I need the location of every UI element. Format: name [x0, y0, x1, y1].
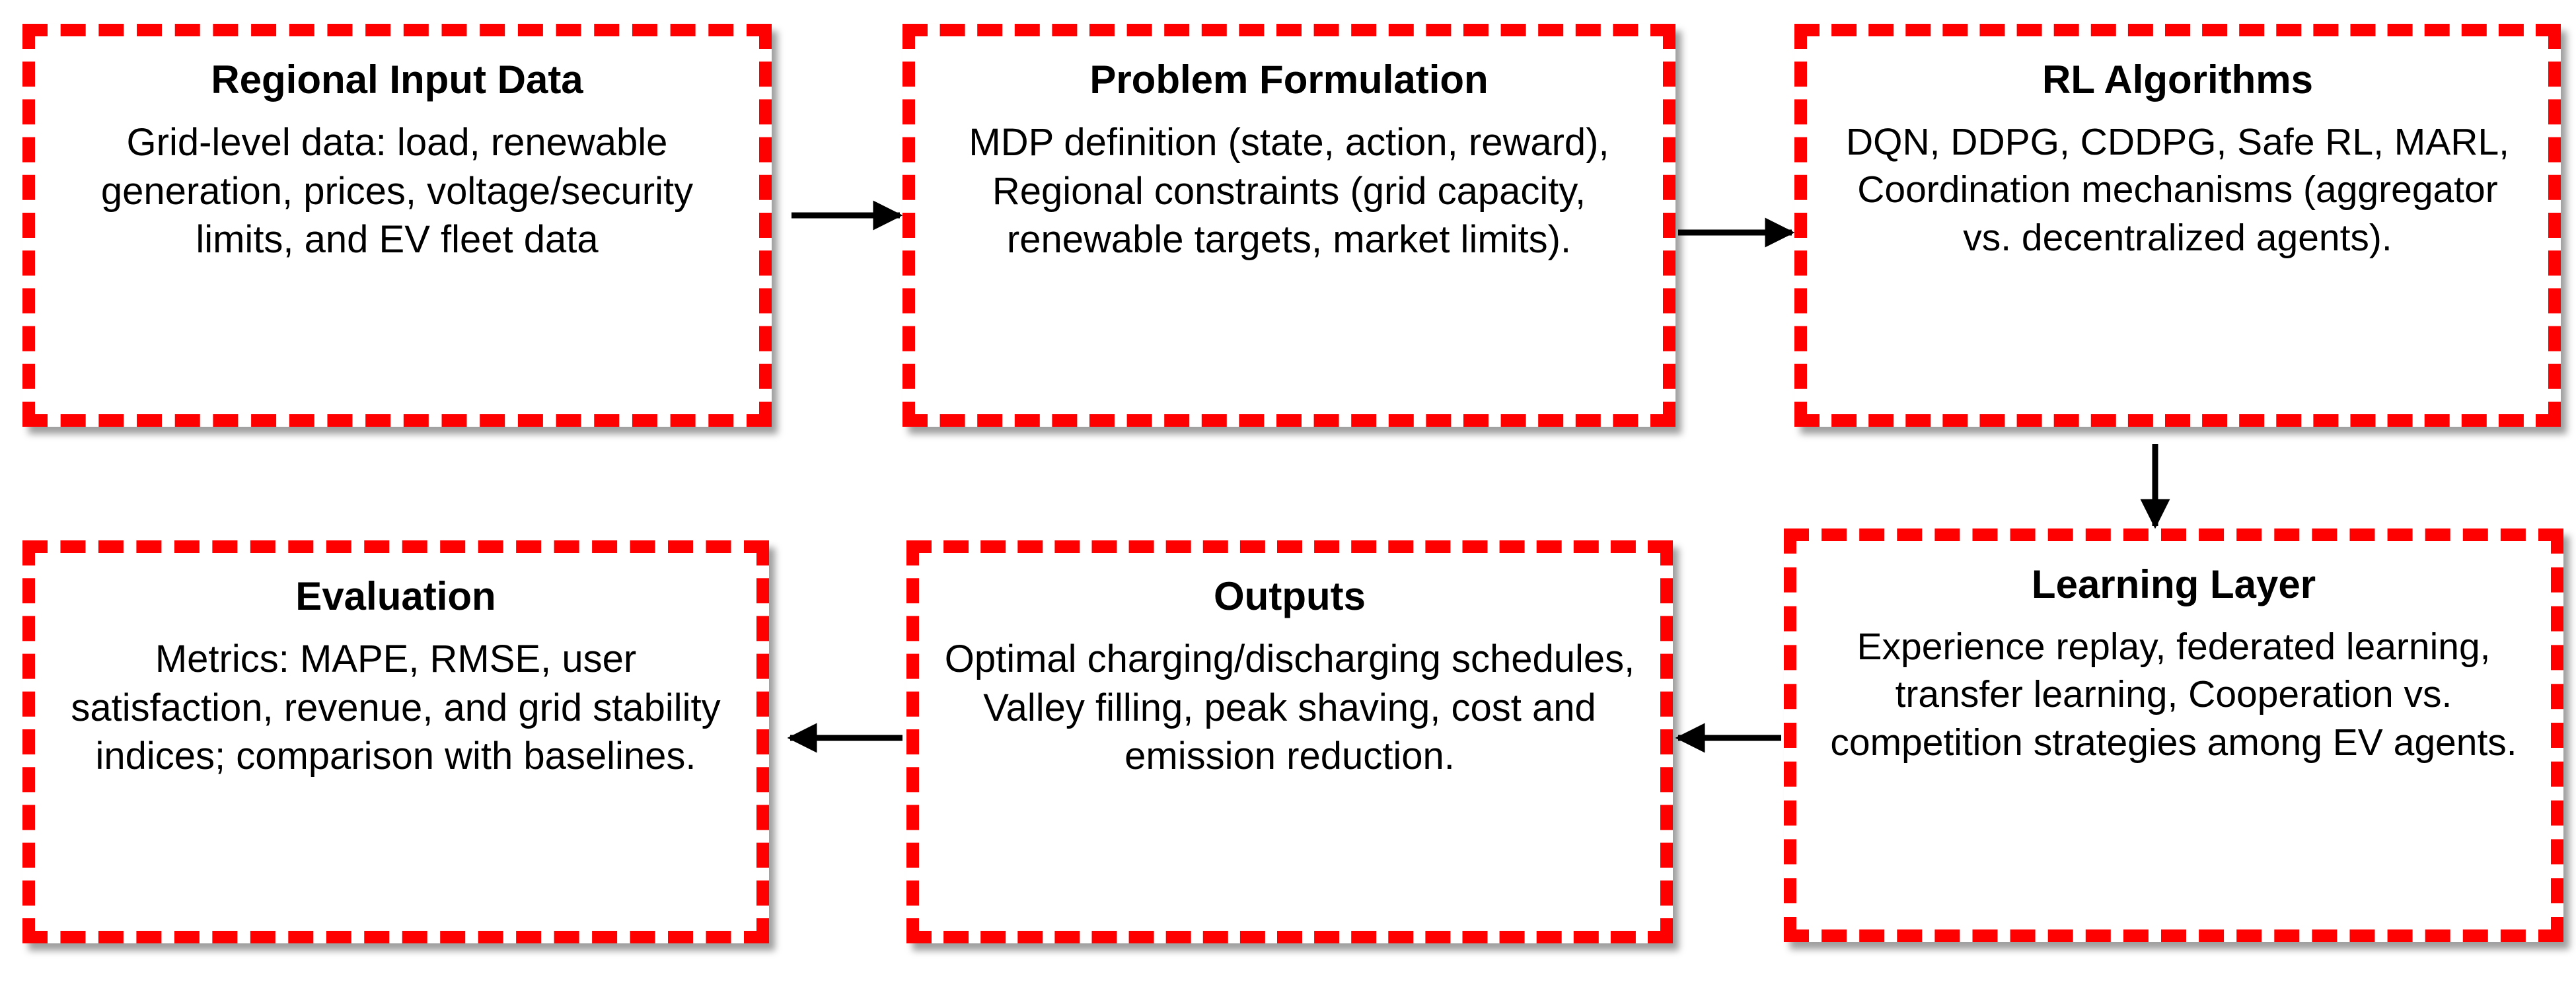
box-title-outputs: Outputs — [1214, 574, 1366, 618]
box-title-evaluation: Evaluation — [295, 574, 496, 618]
box-body-problem-formulation: MDP definition (state, action, reward), … — [969, 121, 1609, 262]
box-body-regional-input-data: Grid-level data: load, renewable generat… — [100, 121, 694, 262]
box-regional-input-data: Regional Input Data Grid-level data: loa… — [22, 24, 772, 427]
box-rl-algorithms: RL Algorithms DQN, DDPG, CDDPG, Safe RL,… — [1794, 24, 2561, 427]
box-outputs: Outputs Optimal charging/discharging sch… — [906, 540, 1673, 943]
box-title-problem-formulation: Problem Formulation — [1089, 57, 1489, 102]
box-learning-layer: Learning Layer Experience replay, federa… — [1784, 528, 2563, 942]
box-title-rl-algorithms: RL Algorithms — [2042, 57, 2313, 102]
box-problem-formulation: Problem Formulation MDP definition (stat… — [902, 24, 1675, 427]
box-title-regional-input-data: Regional Input Data — [211, 57, 583, 102]
box-body-outputs: Optimal charging/discharging schedules, … — [944, 637, 1635, 778]
box-evaluation: Evaluation Metrics: MAPE, RMSE, user sat… — [22, 540, 769, 943]
box-body-learning-layer: Experience replay, federated learning, t… — [1830, 626, 2517, 764]
box-title-learning-layer: Learning Layer — [2031, 562, 2316, 606]
box-body-evaluation: Metrics: MAPE, RMSE, user satisfaction, … — [71, 637, 721, 778]
box-body-rl-algorithms: DQN, DDPG, CDDPG, Safe RL, MARL, Coordin… — [1845, 121, 2510, 259]
